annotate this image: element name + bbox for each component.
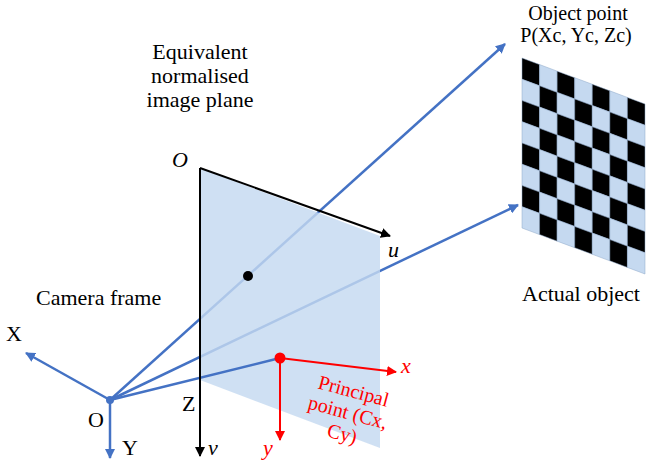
camera-origin-label: O xyxy=(88,408,104,432)
checker-cell xyxy=(575,226,593,254)
x-axis-image xyxy=(280,358,396,372)
checker-cell xyxy=(540,213,558,241)
checker-cell xyxy=(627,246,645,274)
image-origin-label: O xyxy=(172,148,188,172)
y-axis-image xyxy=(279,358,281,440)
checker-cell xyxy=(610,240,628,268)
image-plane-title: Equivalent normalised image plane xyxy=(130,40,270,113)
y-image-axis-label: y xyxy=(263,436,273,460)
principal-point-dot xyxy=(275,353,286,364)
checker-cell xyxy=(557,220,575,248)
checker-cell xyxy=(592,233,610,261)
v-axis xyxy=(199,168,201,456)
object-point-title: Object point xyxy=(528,2,627,24)
object-point-coords: P(Xc, Yc, Zc) xyxy=(520,24,631,46)
object-caption: Actual object xyxy=(522,282,640,306)
v-axis-label: v xyxy=(208,436,218,460)
checker-cell xyxy=(522,207,540,235)
camera-origin xyxy=(106,396,114,404)
projected-point xyxy=(243,271,253,281)
checkerboard xyxy=(522,58,645,274)
x-axis-camera xyxy=(26,353,110,400)
y-axis-label: Y xyxy=(122,436,138,460)
principal-point-label: Principal point (Cx, Cy) xyxy=(291,367,405,457)
u-axis-label: u xyxy=(388,238,399,262)
x-image-axis-label: x xyxy=(401,354,411,378)
z-axis-label: Z xyxy=(182,392,195,416)
y-axis-camera xyxy=(109,400,112,458)
camera-frame-title: Camera frame xyxy=(36,286,161,310)
u-axis xyxy=(200,168,390,236)
x-axis-label: X xyxy=(6,322,22,346)
